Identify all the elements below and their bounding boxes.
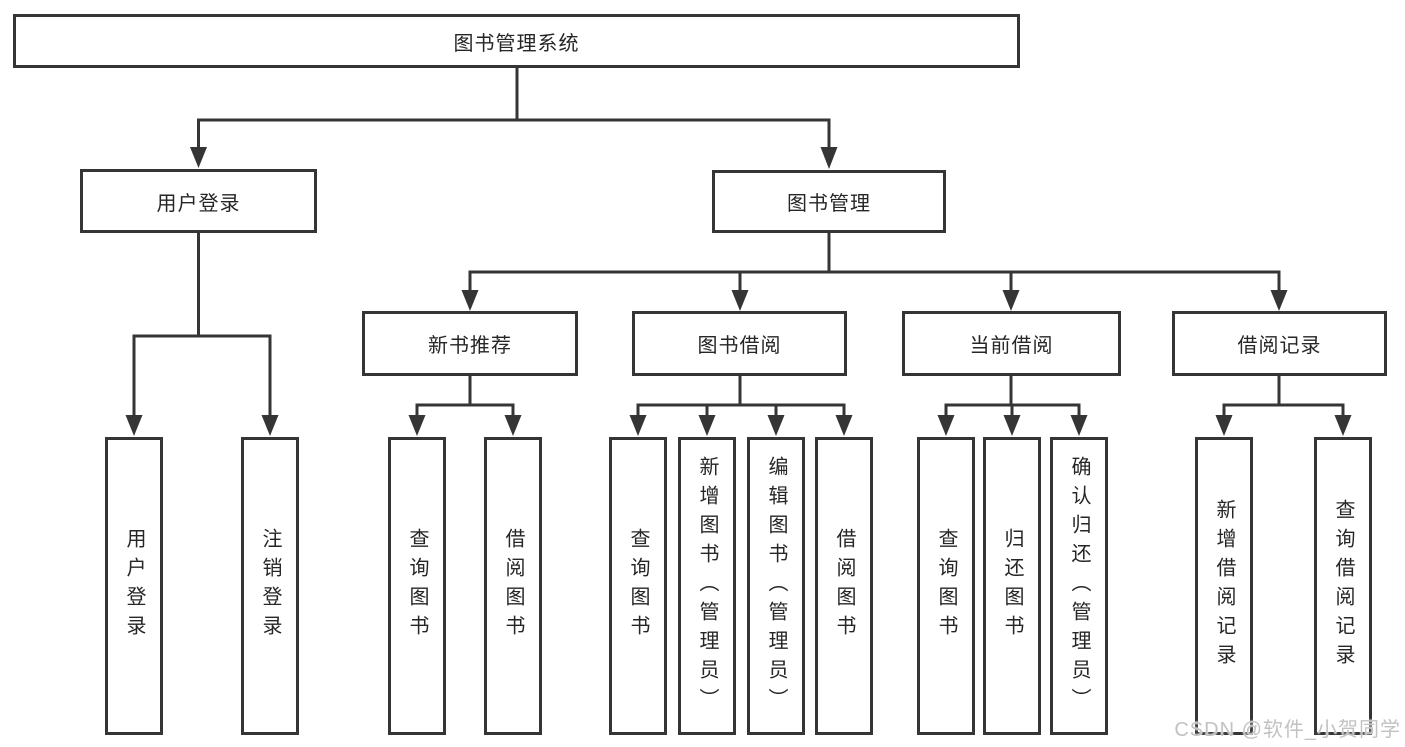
leaf-current-return-books-label: 归还图书 <box>1001 528 1023 644</box>
node-root-label: 图书管理系统 <box>453 32 580 55</box>
leaf-borrowing-query-books-label: 查询图书 <box>627 528 649 644</box>
leaf-user-login-label: 用户登录 <box>123 528 145 644</box>
connector-borrowing-children <box>629 376 853 436</box>
leaf-borrowing-add-books-admin: 新增图书（管理员） <box>678 437 736 735</box>
leaf-borrowing-add-books-admin-label: 新增图书（管理员） <box>696 455 718 717</box>
leaf-newbooks-query-books-label: 查询图书 <box>406 528 428 644</box>
leaf-borrowing-borrow-books: 借阅图书 <box>815 437 873 735</box>
node-current-borrowing-label: 当前借阅 <box>969 335 1054 357</box>
connector-user-login-children <box>125 233 279 436</box>
node-book-borrowing-label: 图书借阅 <box>697 335 782 357</box>
leaf-records-add-record: 新增借阅记录 <box>1195 437 1253 735</box>
leaf-current-query-books: 查询图书 <box>917 437 975 735</box>
node-new-book-recommend: 新书推荐 <box>362 311 578 376</box>
leaf-current-confirm-return-admin-label: 确认归还（管理员） <box>1068 455 1090 717</box>
node-user-login: 用户登录 <box>80 169 317 233</box>
leaf-borrowing-edit-books-admin: 编辑图书（管理员） <box>747 437 805 735</box>
node-book-management-label: 图书管理 <box>787 193 871 215</box>
node-new-book-recommend-label: 新书推荐 <box>428 335 512 357</box>
leaf-logout: 注销登录 <box>241 437 299 735</box>
connector-records-children <box>1215 376 1352 436</box>
leaf-newbooks-borrow-books: 借阅图书 <box>484 437 542 735</box>
node-borrow-records: 借阅记录 <box>1172 311 1387 376</box>
leaf-borrowing-edit-books-admin-label: 编辑图书（管理员） <box>765 455 787 717</box>
leaf-records-query-record-label: 查询借阅记录 <box>1332 499 1354 673</box>
node-book-management: 图书管理 <box>712 170 946 233</box>
connector-book-mgmt-to-level3 <box>461 233 1288 311</box>
node-root-system: 图书管理系统 <box>13 14 1020 68</box>
leaf-borrowing-borrow-books-label: 借阅图书 <box>833 528 855 644</box>
leaf-newbooks-query-books: 查询图书 <box>388 437 446 735</box>
node-book-borrowing: 图书借阅 <box>632 311 847 376</box>
node-current-borrowing: 当前借阅 <box>902 311 1121 376</box>
connector-new-books-children <box>408 376 522 436</box>
leaf-current-confirm-return-admin: 确认归还（管理员） <box>1050 437 1108 735</box>
leaf-records-add-record-label: 新增借阅记录 <box>1213 499 1235 673</box>
leaf-newbooks-borrow-books-label: 借阅图书 <box>502 528 524 644</box>
leaf-current-query-books-label: 查询图书 <box>935 528 957 644</box>
leaf-borrowing-query-books: 查询图书 <box>609 437 667 735</box>
connector-current-children <box>937 376 1088 436</box>
leaf-user-login: 用户登录 <box>105 437 163 735</box>
leaf-records-query-record: 查询借阅记录 <box>1314 437 1372 735</box>
node-borrow-records-label: 借阅记录 <box>1237 335 1322 357</box>
csdn-watermark: CSDN @软件_小贺同学 <box>1174 719 1401 741</box>
node-user-login-label: 用户登录 <box>156 192 241 215</box>
connector-root-to-level2 <box>190 68 838 169</box>
leaf-current-return-books: 归还图书 <box>983 437 1041 735</box>
leaf-logout-label: 注销登录 <box>259 528 281 644</box>
